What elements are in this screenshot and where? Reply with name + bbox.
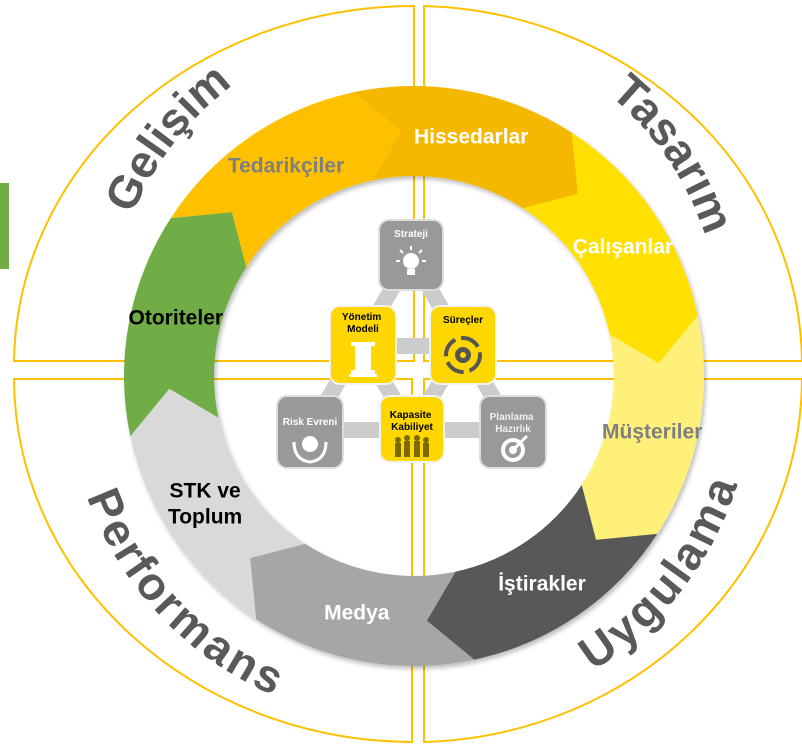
green-edge-tab: [0, 183, 9, 269]
cycle-segment: [250, 543, 475, 667]
box-strateji-label: Strateji: [394, 229, 428, 240]
cycle-segment-label: Otoriteler: [129, 306, 224, 329]
globe-hands-icon: [292, 436, 328, 464]
people-group-icon: [395, 435, 429, 457]
center-network: Strateji Yönetim: [276, 219, 547, 469]
cycle-segment: [581, 315, 705, 540]
box-planlama-hazirlik: Planlama Hazırlık: [479, 395, 547, 469]
cycle-segment-label: Medya: [324, 602, 390, 625]
box-surecler: Süreçler: [429, 305, 497, 385]
cycle-segment: [353, 85, 578, 209]
cycle-segment: [522, 132, 698, 364]
box-yonetim-modeli: Yönetim Modeli: [329, 305, 397, 385]
cycle-ring: [123, 85, 705, 667]
lightbulb-icon: [396, 246, 426, 275]
cycle-segment: [426, 484, 658, 660]
cycle-labels: HissedarlarÇalışanlarMüşterilerİştirakle…: [129, 125, 703, 624]
cycle-segment: [123, 212, 247, 437]
column-icon: [349, 342, 377, 377]
box-planlama-label: Planlama Hazırlık: [490, 412, 537, 435]
gears-cycle-icon: [444, 336, 482, 374]
box-kapasite-label: Kapasite Kabiliyet: [390, 410, 434, 433]
cycle-segment: [170, 92, 402, 268]
cycle-segment-label: Müşteriler: [602, 421, 702, 444]
box-surecler-label: Süreçler: [443, 315, 483, 326]
box-risk-evreni: Risk Evreni: [276, 395, 344, 469]
cycle-segment-label: Hissedarlar: [414, 125, 528, 148]
cycle-segment-label: İştirakler: [498, 572, 586, 595]
box-yonetim-label: Yönetim Modeli: [342, 312, 384, 335]
box-kapasite-kabiliyet: Kapasite Kabiliyet: [379, 395, 445, 463]
cycle-segment-label: Çalışanlar: [573, 236, 673, 259]
box-strateji: Strateji: [378, 219, 444, 291]
cycle-segment-label: Tedarikçiler: [228, 155, 344, 178]
target-icon: [501, 434, 529, 462]
cycle-segment: [130, 388, 306, 620]
box-risk-label: Risk Evreni: [283, 417, 338, 428]
